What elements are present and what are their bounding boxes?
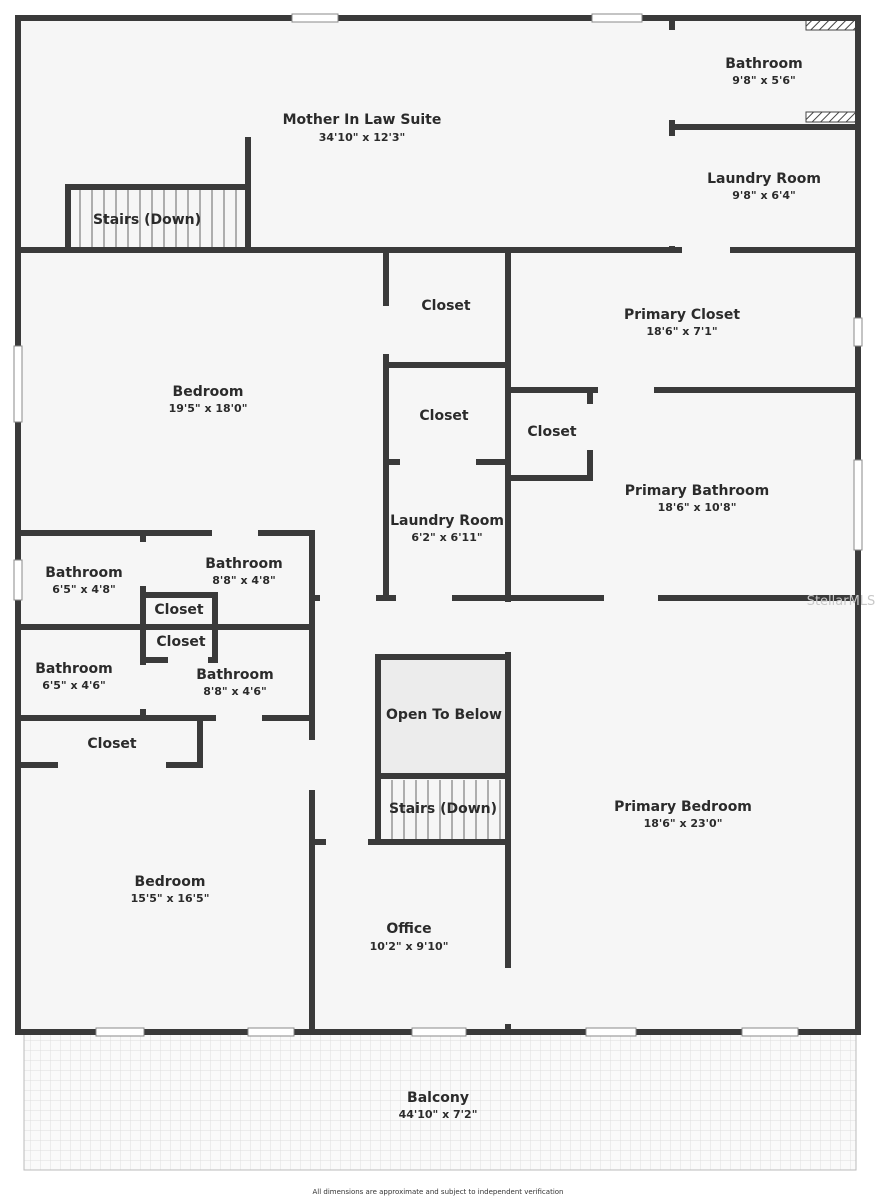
primary-closet-name: Primary Closet	[624, 307, 740, 323]
balcony-dim: 44'10" x 7'2"	[399, 1108, 478, 1121]
open-to-below-area	[378, 657, 508, 776]
bedroom-lower-dim: 15'5" x 16'5"	[131, 892, 210, 905]
bedroom-left-dim: 19'5" x 18'0"	[169, 402, 248, 415]
bathroom-top-name: Bathroom	[725, 56, 803, 72]
windows	[13, 13, 863, 1037]
primary-bedroom-dim: 18'6" x 23'0"	[644, 817, 723, 830]
footer-disclaimer: All dimensions are approximate and subje…	[313, 1188, 564, 1196]
bedroom-lower-name: Bedroom	[135, 874, 206, 890]
bath-1-name: Bathroom	[45, 565, 123, 581]
primary-bathroom-dim: 18'6" x 10'8"	[658, 501, 737, 514]
stairs-top-label: Stairs (Down)	[93, 212, 201, 228]
bath-3-name: Bathroom	[35, 661, 113, 677]
bath-4-dim: 8'8" x 4'6"	[203, 685, 267, 698]
closet-d-label: Closet	[154, 602, 204, 618]
stairs-top-treads	[79, 190, 237, 248]
closet-e-label: Closet	[156, 634, 206, 650]
primary-bathroom-name: Primary Bathroom	[625, 483, 769, 499]
office-name: Office	[386, 921, 431, 937]
closet-a-label: Closet	[421, 298, 471, 314]
balcony-area	[23, 1033, 857, 1171]
open-to-below-label: Open To Below	[386, 707, 502, 723]
bath-3-dim: 6'5" x 4'6"	[42, 679, 106, 692]
bath-1-dim: 6'5" x 4'8"	[52, 583, 116, 596]
bathroom-top-dim: 9'8" x 5'6"	[732, 74, 796, 87]
office-dim: 10'2" x 9'10"	[370, 940, 449, 953]
primary-bedroom-name: Primary Bedroom	[614, 799, 752, 815]
bath-2-name: Bathroom	[205, 556, 283, 572]
laundry-mid-name: Laundry Room	[390, 513, 504, 529]
laundry-mid-dim: 6'2" x 6'11"	[411, 531, 482, 544]
stairs-mid-label: Stairs (Down)	[389, 801, 497, 817]
balcony-name: Balcony	[407, 1090, 469, 1106]
stairs-mid-treads	[391, 780, 501, 840]
primary-closet-dim: 18'6" x 7'1"	[646, 325, 717, 338]
bedroom-left-name: Bedroom	[173, 384, 244, 400]
closet-b-label: Closet	[419, 408, 469, 424]
bath-2-dim: 8'8" x 4'8"	[212, 574, 276, 587]
bathroom-fixture-top	[805, 19, 857, 31]
closet-c-label: Closet	[527, 424, 577, 440]
mother-in-law-suite-name: Mother In Law Suite	[283, 112, 442, 128]
watermark-text: StellarMLS	[807, 594, 876, 609]
door-openings	[58, 30, 730, 1024]
closet-f-label: Closet	[87, 736, 137, 752]
laundry-top-name: Laundry Room	[707, 171, 821, 187]
mother-in-law-suite-dim: 34'10" x 12'3"	[319, 131, 406, 144]
bathroom-fixture-bottom	[805, 111, 857, 123]
bath-4-name: Bathroom	[196, 667, 274, 683]
laundry-top-dim: 9'8" x 6'4"	[732, 189, 796, 202]
